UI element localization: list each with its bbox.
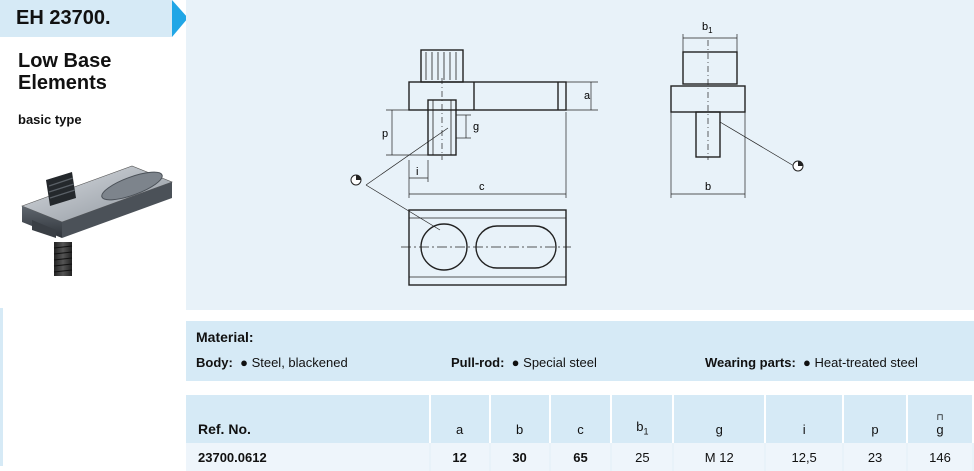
product-subtitle: basic type xyxy=(18,112,82,127)
col-weight: ⊓g xyxy=(907,395,974,443)
bullet-icon: ● xyxy=(511,355,520,370)
technical-drawing-area xyxy=(186,0,974,310)
col-a: a xyxy=(429,395,491,443)
col-b1: b1 xyxy=(611,395,675,443)
dim-b: b xyxy=(705,181,711,193)
col-g: g xyxy=(673,395,767,443)
table-header-row: Ref. No. a b c b1 g i p ⊓g xyxy=(186,395,974,443)
product-code: EH 23700. xyxy=(16,7,111,29)
surface-finish-icon xyxy=(350,160,804,186)
dim-a: a xyxy=(584,90,591,102)
product-photo xyxy=(21,165,173,276)
material-wearing: Wearing parts: ● Heat-treated steel xyxy=(705,355,918,370)
material-title: Material: xyxy=(196,329,254,345)
col-i: i xyxy=(765,395,845,443)
col-ref-no: Ref. No. xyxy=(186,395,431,443)
dim-g: g xyxy=(473,121,479,133)
col-p: p xyxy=(843,395,908,443)
product-title: Low Base Elements xyxy=(18,50,112,94)
dim-p: p xyxy=(382,128,388,140)
bullet-icon: ● xyxy=(240,355,248,370)
product-code-tab: EH 23700. xyxy=(0,0,172,37)
weight-icon: ⊓ xyxy=(936,412,944,422)
table-row: 23700.0612 12 30 65 25 M 12 12,5 23 146 xyxy=(186,443,974,471)
left-strip xyxy=(0,308,3,466)
col-c: c xyxy=(549,395,613,443)
dim-c: c xyxy=(479,181,485,193)
col-b: b xyxy=(489,395,551,443)
bullet-icon: ● xyxy=(803,355,811,370)
dim-i: i xyxy=(416,166,418,178)
arrow-right-icon xyxy=(172,0,188,37)
technical-drawing: a p g i c b1 b xyxy=(350,21,804,286)
dimensions-table: Ref. No. a b c b1 g i p ⊓g 23700.0612 12… xyxy=(186,395,974,471)
material-band xyxy=(186,321,974,381)
material-body: Body: ● Steel, blackened xyxy=(196,355,348,370)
material-pullrod: Pull-rod: ● Special steel xyxy=(451,355,597,370)
dim-b1: b1 xyxy=(702,21,713,35)
